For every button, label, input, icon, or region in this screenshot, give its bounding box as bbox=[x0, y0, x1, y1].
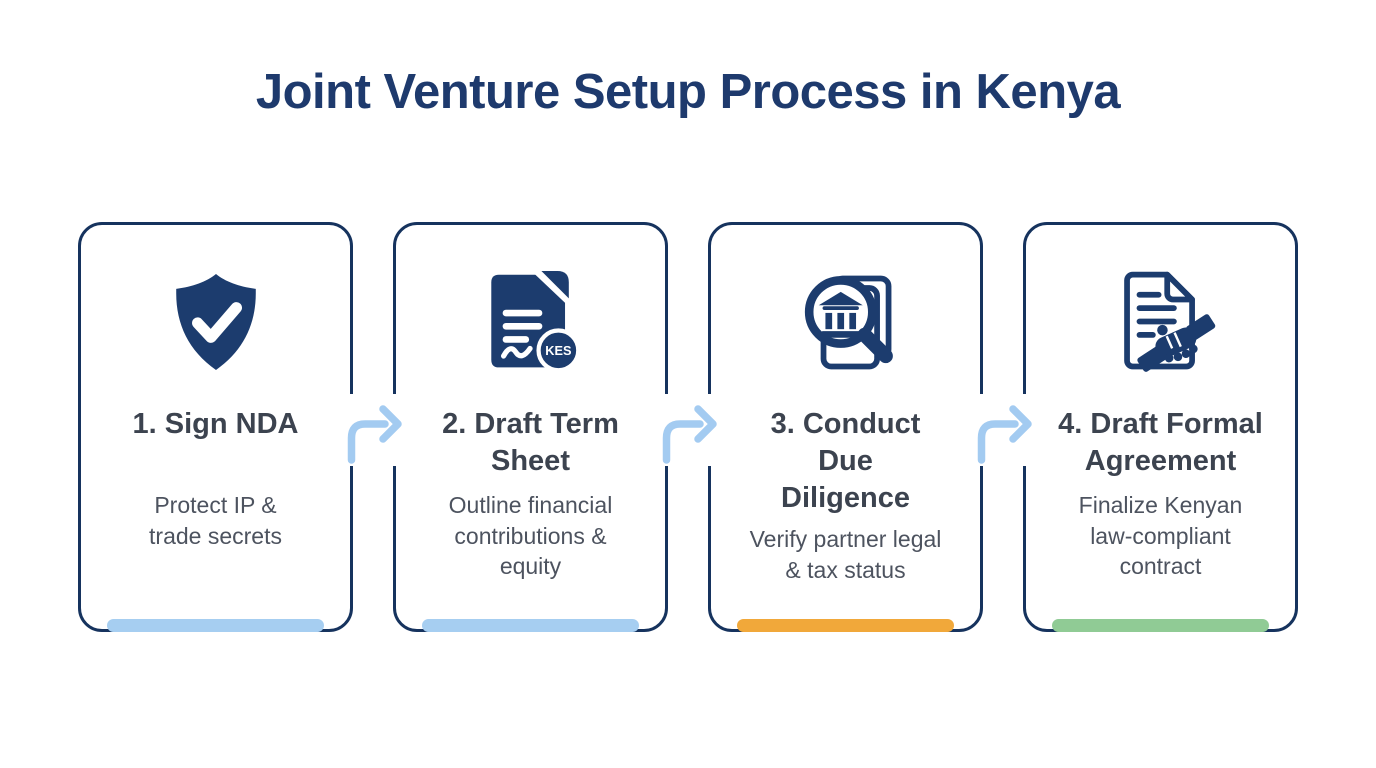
step-description: Outline financial contributions & equity bbox=[448, 492, 613, 580]
step-description: Finalize Kenyan law-compliant contract bbox=[1078, 492, 1243, 580]
flow-arrow-icon bbox=[973, 394, 1037, 466]
step-card-2: KES 2. Draft Term Sheet Outline financia… bbox=[393, 222, 668, 632]
step-accent-bar bbox=[107, 619, 324, 632]
flow-arrow-icon bbox=[658, 394, 722, 466]
step-accent-bar bbox=[422, 619, 639, 632]
shield-check-icon bbox=[81, 258, 350, 386]
page-title: Joint Venture Setup Process in Kenya bbox=[255, 65, 1121, 119]
step-card-4: 4. Draft Formal Agreement Finalize Kenya… bbox=[1023, 222, 1298, 632]
step-heading: 4. Draft Formal Agreement bbox=[1058, 408, 1263, 477]
document-handshake-icon bbox=[1026, 258, 1295, 386]
term-sheet-kes-document-icon: KES bbox=[396, 258, 665, 386]
step-heading: 3. Conduct Due Diligence bbox=[770, 408, 921, 514]
magnifier-bank-documents-icon bbox=[711, 258, 980, 386]
step-card-3: 3. Conduct Due Diligence Verify partner … bbox=[708, 222, 983, 632]
flow-arrow-icon bbox=[343, 394, 407, 466]
step-accent-bar bbox=[737, 619, 954, 632]
step-description: Protect IP & trade secrets bbox=[149, 492, 282, 549]
step-heading: 2. Draft Term Sheet bbox=[442, 408, 619, 477]
step-card-1: 1. Sign NDA Protect IP & trade secrets bbox=[78, 222, 353, 632]
step-description: Verify partner legal & tax status bbox=[749, 526, 942, 584]
step-heading: 1. Sign NDA bbox=[132, 408, 299, 440]
kes-badge-label: KES bbox=[545, 343, 571, 358]
step-accent-bar bbox=[1052, 619, 1269, 632]
